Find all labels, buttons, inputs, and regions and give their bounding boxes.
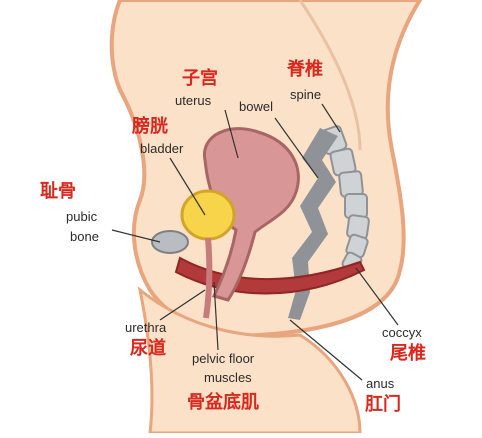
coccyx-label-zh: 尾椎 [390,343,426,364]
uterus-pointer [224,109,239,159]
bladder-label-en: bladder [140,141,184,156]
coccyx-label-en: coccyx [382,325,422,340]
urethra-pointer [159,289,206,321]
pubic-bone-label-en-2: bone [70,229,99,244]
spine-pointer [321,103,341,133]
pelvic-floor-pointer [213,281,219,351]
pelvic-floor-label-en-2: muscles [204,370,252,385]
spine-vertebrae [318,125,370,273]
urethra-label-zh: 尿道 [130,338,166,359]
uterus-label-en: uterus [175,93,212,108]
back-contour [298,0,362,151]
label-pointers [111,103,399,381]
pubic-bone-pointer [111,229,161,243]
bowel-shape [288,128,338,320]
pelvic-floor-label-zh: 骨盆底肌 [187,392,259,413]
uterus-shape [203,127,300,302]
uterus-label-zh: 子宫 [182,68,218,89]
anus-label-en: anus [366,376,395,391]
pelvic-floor-label-en-1: pelvic floor [192,351,255,366]
bladder-label-zh: 膀胱 [132,116,168,137]
bladder-shape [180,189,236,241]
coccyx-pointer [355,267,399,326]
anus-label-zh: 肛门 [365,394,401,415]
pubic-bone-label-zh: 耻骨 [40,181,76,202]
bladder-pointer [169,157,206,216]
anus-pointer [289,319,363,381]
bowel-label-en: bowel [239,99,273,114]
lower-body [137,286,362,435]
pubic-bone-label-en-1: pubic [66,209,98,224]
bowel-pointer [274,117,319,179]
urethra-label-en: urethra [125,320,167,335]
urethra-shape [203,237,213,319]
spine-label-zh: 脊椎 [287,59,323,80]
spine-label-en: spine [290,87,322,102]
pubic-bone-shape [151,230,189,254]
